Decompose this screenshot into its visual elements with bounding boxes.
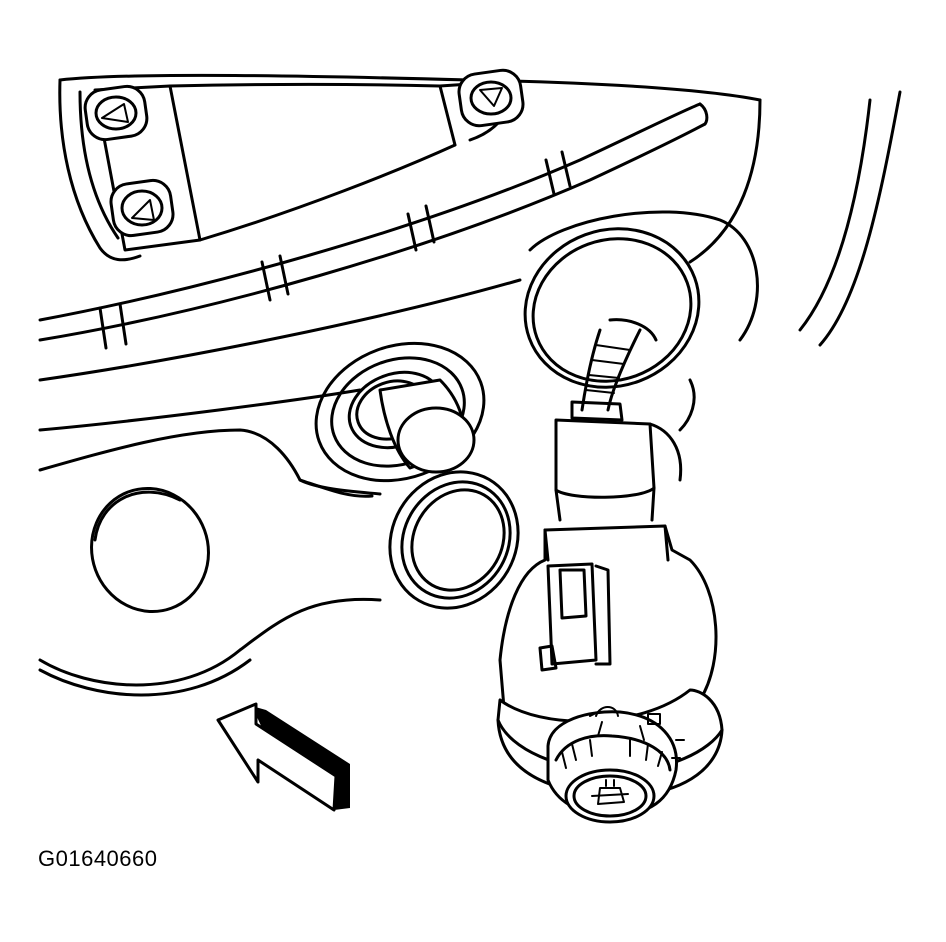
- dash-opening-left: [90, 486, 210, 614]
- dimmer-icon: [591, 779, 629, 805]
- dash-knob: [378, 378, 476, 474]
- figure-caption: G01640660: [38, 846, 158, 871]
- switch-cavity-lower: [388, 470, 520, 610]
- dash-panel-lower: [38, 278, 522, 697]
- headlamp-switch: [496, 524, 724, 824]
- bezel-button-right: [457, 68, 525, 128]
- arrow-down-icon: [131, 199, 155, 221]
- arrow-right-icon: [479, 87, 503, 107]
- headlamp-icon: [589, 706, 619, 737]
- switch-cavity-upper: [523, 210, 759, 432]
- arrow-up-icon: [101, 103, 129, 123]
- wiring-connector: [554, 400, 683, 522]
- trim-strip: [38, 102, 709, 350]
- dash-trim-bezel: [58, 73, 902, 347]
- wiring-harness: [580, 318, 658, 412]
- bezel-button-down: [109, 178, 175, 238]
- bezel-button-up: [83, 84, 149, 142]
- arrow-icon: [216, 702, 350, 812]
